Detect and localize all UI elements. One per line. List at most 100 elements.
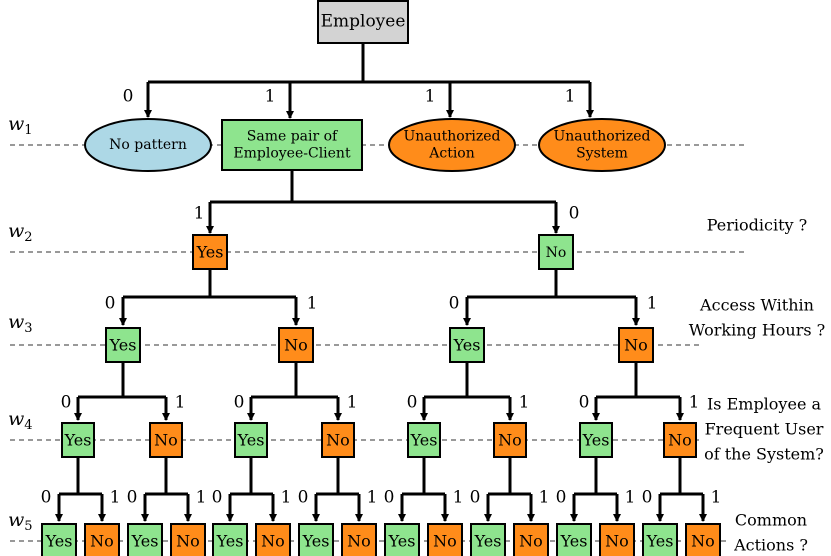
level4-node [61,422,95,458]
level5-node-label: Yes [388,532,416,551]
level1-node-rect [221,119,363,171]
level5-node-label: No [261,532,285,551]
edge-label: 1 [539,488,550,508]
tree-nodes [41,0,721,556]
level1-node-ellipse [388,118,516,172]
level2-node-label: Yes [196,243,224,262]
level4-node [579,422,613,458]
level-label-w2: w2 [8,220,33,245]
level4-node-label: Yes [64,431,92,450]
question-w3: Working Hours ? [689,321,826,340]
level5-node [513,523,549,556]
level-label-w1: w1 [8,113,33,138]
level3-node [278,327,314,363]
level5-node [556,523,592,556]
edge-label: 1 [647,294,658,314]
level5-node-label: Yes [45,532,73,551]
level4-node-label: No [154,431,178,450]
level5-node-label: No [691,532,715,551]
level5-node [298,523,334,556]
edge-label: 0 [407,393,418,413]
edge-label: 1 [425,87,436,107]
edge-label: 1 [175,393,186,413]
edge-label: 1 [307,294,318,314]
level5-node-label: Yes [474,532,502,551]
level5-node-label: Yes [131,532,159,551]
edge-label: 0 [123,87,134,107]
edge-label: 0 [298,488,309,508]
level3-node-label: Yes [109,336,137,355]
level2-node [538,234,574,270]
edge-label: 0 [642,488,653,508]
level5-node-label: No [605,532,629,551]
edge-label: 0 [556,488,567,508]
edge-label: 0 [234,393,245,413]
level3-node-label: Yes [453,336,481,355]
level4-node-label: No [668,431,692,450]
edge-label: 1 [194,204,205,224]
level5-node [599,523,635,556]
edge-label: 0 [470,488,481,508]
edge-label: 0 [449,294,460,314]
level5-node-label: Yes [560,532,588,551]
level4-node [493,422,527,458]
level1-node-label-line: Unauthorized [553,129,650,145]
level4-node [149,422,183,458]
level-label-w3: w3 [8,311,33,336]
edge-label: 1 [281,488,292,508]
edge-label: 0 [61,393,72,413]
root-label: Employee [321,12,406,32]
level-label-w4: w4 [8,408,33,433]
level4-node-label: Yes [582,431,610,450]
edge-label: 1 [711,488,722,508]
edge-label: 0 [127,488,138,508]
question-w5: Common [735,511,807,530]
level5-node [642,523,678,556]
level1-node-label-line: Same pair of [247,129,339,145]
level4-node [407,422,441,458]
question-w4: Is Employee a [707,395,822,414]
level4-node-label: Yes [410,431,438,450]
level5-node [685,523,721,556]
level4-node-label: No [498,431,522,450]
level-label-w5: w5 [8,509,33,534]
level3-node [618,327,654,363]
level5-node [212,523,248,556]
edge-label: 1 [265,87,276,107]
level5-node-label: Yes [216,532,244,551]
edge-label: 0 [212,488,223,508]
level3-node [105,327,141,363]
level4-node [234,422,268,458]
level4-node-label: No [326,431,350,450]
level5-node [341,523,377,556]
edge-label: 0 [569,204,580,224]
question-w4: of the System? [704,445,824,464]
edge-label: 1 [565,87,576,107]
level4-node [663,422,697,458]
level5-node-label: No [433,532,457,551]
level1-node-label-line: Unauthorized [403,129,500,145]
level5-node-label: No [519,532,543,551]
level5-node-label: No [176,532,200,551]
edge-label: 0 [41,488,52,508]
level1-node-ellipse [84,118,212,172]
level3-node [449,327,485,363]
level5-node-label: Yes [646,532,674,551]
level5-node-label: No [347,532,371,551]
question-w5: Actions ? [733,536,808,555]
tree-edges [55,43,707,522]
level2-node [192,234,228,270]
level5-node-label: No [90,532,114,551]
level3-node-label: No [284,336,308,355]
level2-node-label: No [546,245,567,261]
level5-node [255,523,291,556]
level1-node-label-line: No pattern [109,137,187,153]
question-w2: Periodicity ? [707,216,807,235]
root-node [317,0,409,44]
level5-node [84,523,120,556]
level1-node-label-line: Employee-Client [233,146,351,162]
level5-node [170,523,206,556]
edge-label: 1 [453,488,464,508]
